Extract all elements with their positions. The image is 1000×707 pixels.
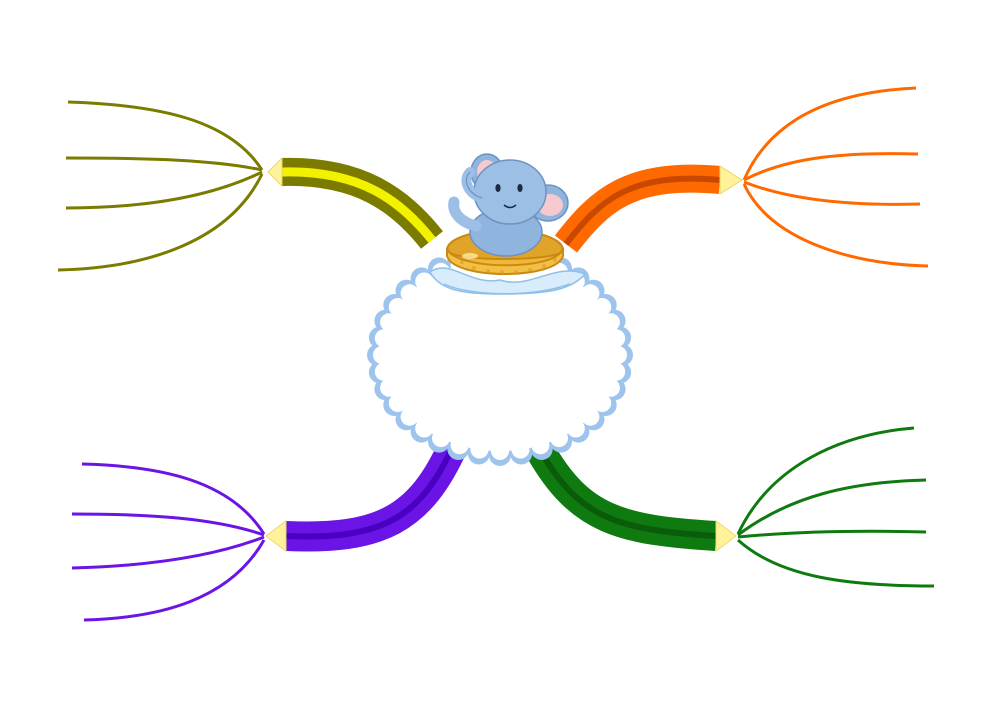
leaf-line[interactable] bbox=[743, 180, 921, 206]
branch-bottom-right-tip bbox=[715, 520, 737, 552]
leaf-line[interactable] bbox=[67, 100, 264, 171]
leaf-line[interactable] bbox=[743, 152, 919, 182]
branch-bottom-right-leaves bbox=[736, 426, 935, 588]
branch-top-left-highlight bbox=[281, 167, 436, 243]
leaf-line[interactable] bbox=[71, 535, 265, 570]
leaf-line[interactable] bbox=[742, 86, 917, 181]
leaf-line[interactable] bbox=[57, 173, 264, 272]
branch-bottom-left[interactable] bbox=[71, 437, 468, 622]
leaf-line[interactable] bbox=[71, 512, 265, 537]
branch-top-left-tip bbox=[267, 156, 283, 188]
branch-top-right-leaves bbox=[742, 86, 929, 268]
leaf-line[interactable] bbox=[65, 156, 263, 172]
leaf-line[interactable] bbox=[742, 183, 929, 268]
branch-top-right-trunk bbox=[554, 164, 722, 253]
branch-top-right-shade bbox=[563, 175, 721, 246]
branch-bottom-left-shade bbox=[285, 442, 457, 540]
central-node-body bbox=[382, 259, 618, 451]
central-node[interactable] bbox=[367, 244, 633, 466]
leaf-line[interactable] bbox=[81, 462, 266, 535]
branch-top-right-tip bbox=[719, 165, 743, 195]
leaf-line[interactable] bbox=[65, 170, 263, 210]
water-splash bbox=[429, 267, 587, 295]
branch-bottom-left-tip bbox=[265, 520, 287, 552]
leaf-line[interactable] bbox=[736, 426, 915, 535]
leaf-line[interactable] bbox=[736, 538, 935, 588]
branch-top-left-leaves bbox=[57, 100, 264, 272]
leaf-line[interactable] bbox=[737, 478, 927, 537]
branch-top-left[interactable] bbox=[57, 100, 443, 272]
branch-bottom-left-leaves bbox=[71, 462, 266, 622]
elephant-in-swim-ring-icon bbox=[446, 153, 569, 275]
leaf-line[interactable] bbox=[83, 539, 266, 622]
branch-top-right[interactable] bbox=[554, 86, 929, 268]
branch-bottom-right-shade bbox=[537, 448, 717, 539]
branch-bottom-right[interactable] bbox=[526, 426, 935, 588]
leaf-line[interactable] bbox=[737, 529, 927, 539]
